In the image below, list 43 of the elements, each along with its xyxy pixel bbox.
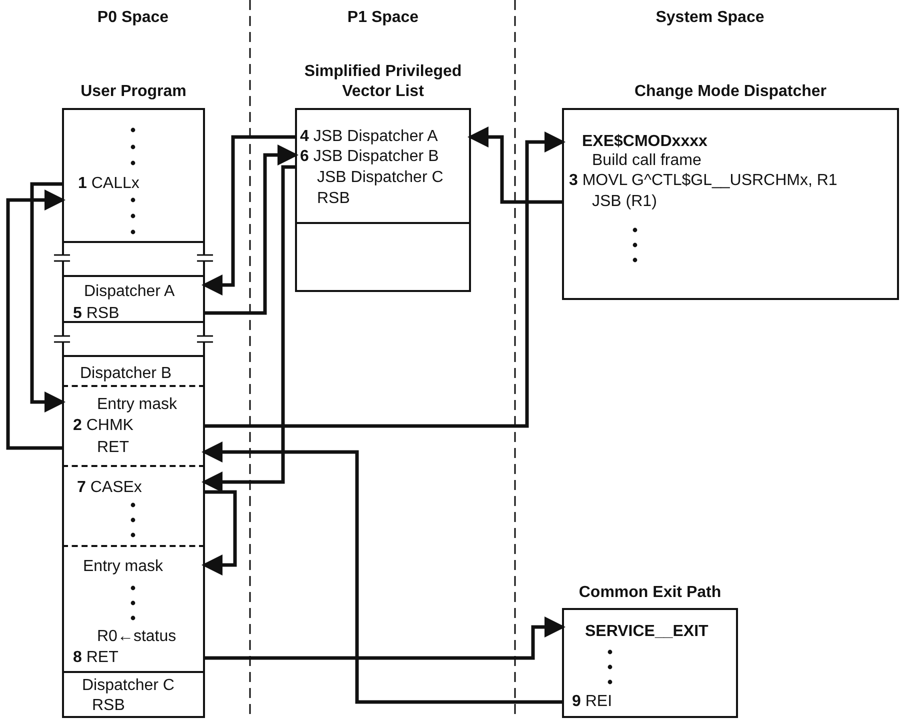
code-line: Entry mask [97, 395, 178, 415]
arrow [205, 132, 566, 428]
exit-path-block [562, 582, 738, 718]
code-line: 6 JSB Dispatcher B [300, 147, 439, 167]
code-line: 4 JSB Dispatcher A [300, 127, 438, 147]
code-line: Build call frame [592, 151, 702, 171]
code-line: 9 REI [572, 692, 612, 712]
code-line: Dispatcher A [84, 282, 175, 302]
heading: Change Mode Dispatcher [633, 82, 828, 102]
code-line: JSB (R1) [592, 192, 657, 212]
heading: User Program [80, 82, 188, 102]
code-section [62, 275, 205, 323]
heading: Common Exit Path [578, 583, 722, 603]
code-section [62, 355, 205, 387]
code-line: JSB Dispatcher C [317, 168, 444, 188]
code-line: 7 CASEx [77, 478, 142, 498]
arrow [205, 144, 298, 315]
code-line: Dispatcher B [80, 364, 172, 384]
code-line: RSB [92, 696, 125, 716]
arrow [30, 182, 66, 412]
region-heading: P1 Space [346, 8, 420, 28]
code-line: RET [97, 438, 129, 458]
arrow [202, 135, 295, 296]
arrow [202, 490, 237, 576]
arrow [202, 165, 295, 492]
arrow [205, 616, 566, 660]
code-line: 2 CHMK [73, 416, 134, 436]
routine-label: EXE$CMODxxxx [582, 132, 708, 152]
code-line: Entry mask [83, 557, 164, 577]
code-line: 1 CALLx [78, 174, 140, 194]
code-line: 8 RET [73, 648, 118, 668]
code-line: 5 RSB [73, 304, 120, 324]
code-line: 3 MOVL G^CTL$GL__USRCHMx, R1 [569, 171, 838, 191]
heading: Simplified Privileged Vector List [303, 62, 463, 102]
region-heading: System Space [654, 8, 766, 28]
arrow [202, 442, 562, 704]
routine-label: SERVICE__EXIT [585, 622, 708, 642]
region-heading: P0 Space [96, 8, 170, 28]
code-line: RSB [317, 189, 350, 209]
code-line: Dispatcher C [82, 676, 174, 696]
code-line: R0←status [97, 627, 176, 647]
arrow [6, 190, 66, 450]
arrow [468, 126, 562, 204]
